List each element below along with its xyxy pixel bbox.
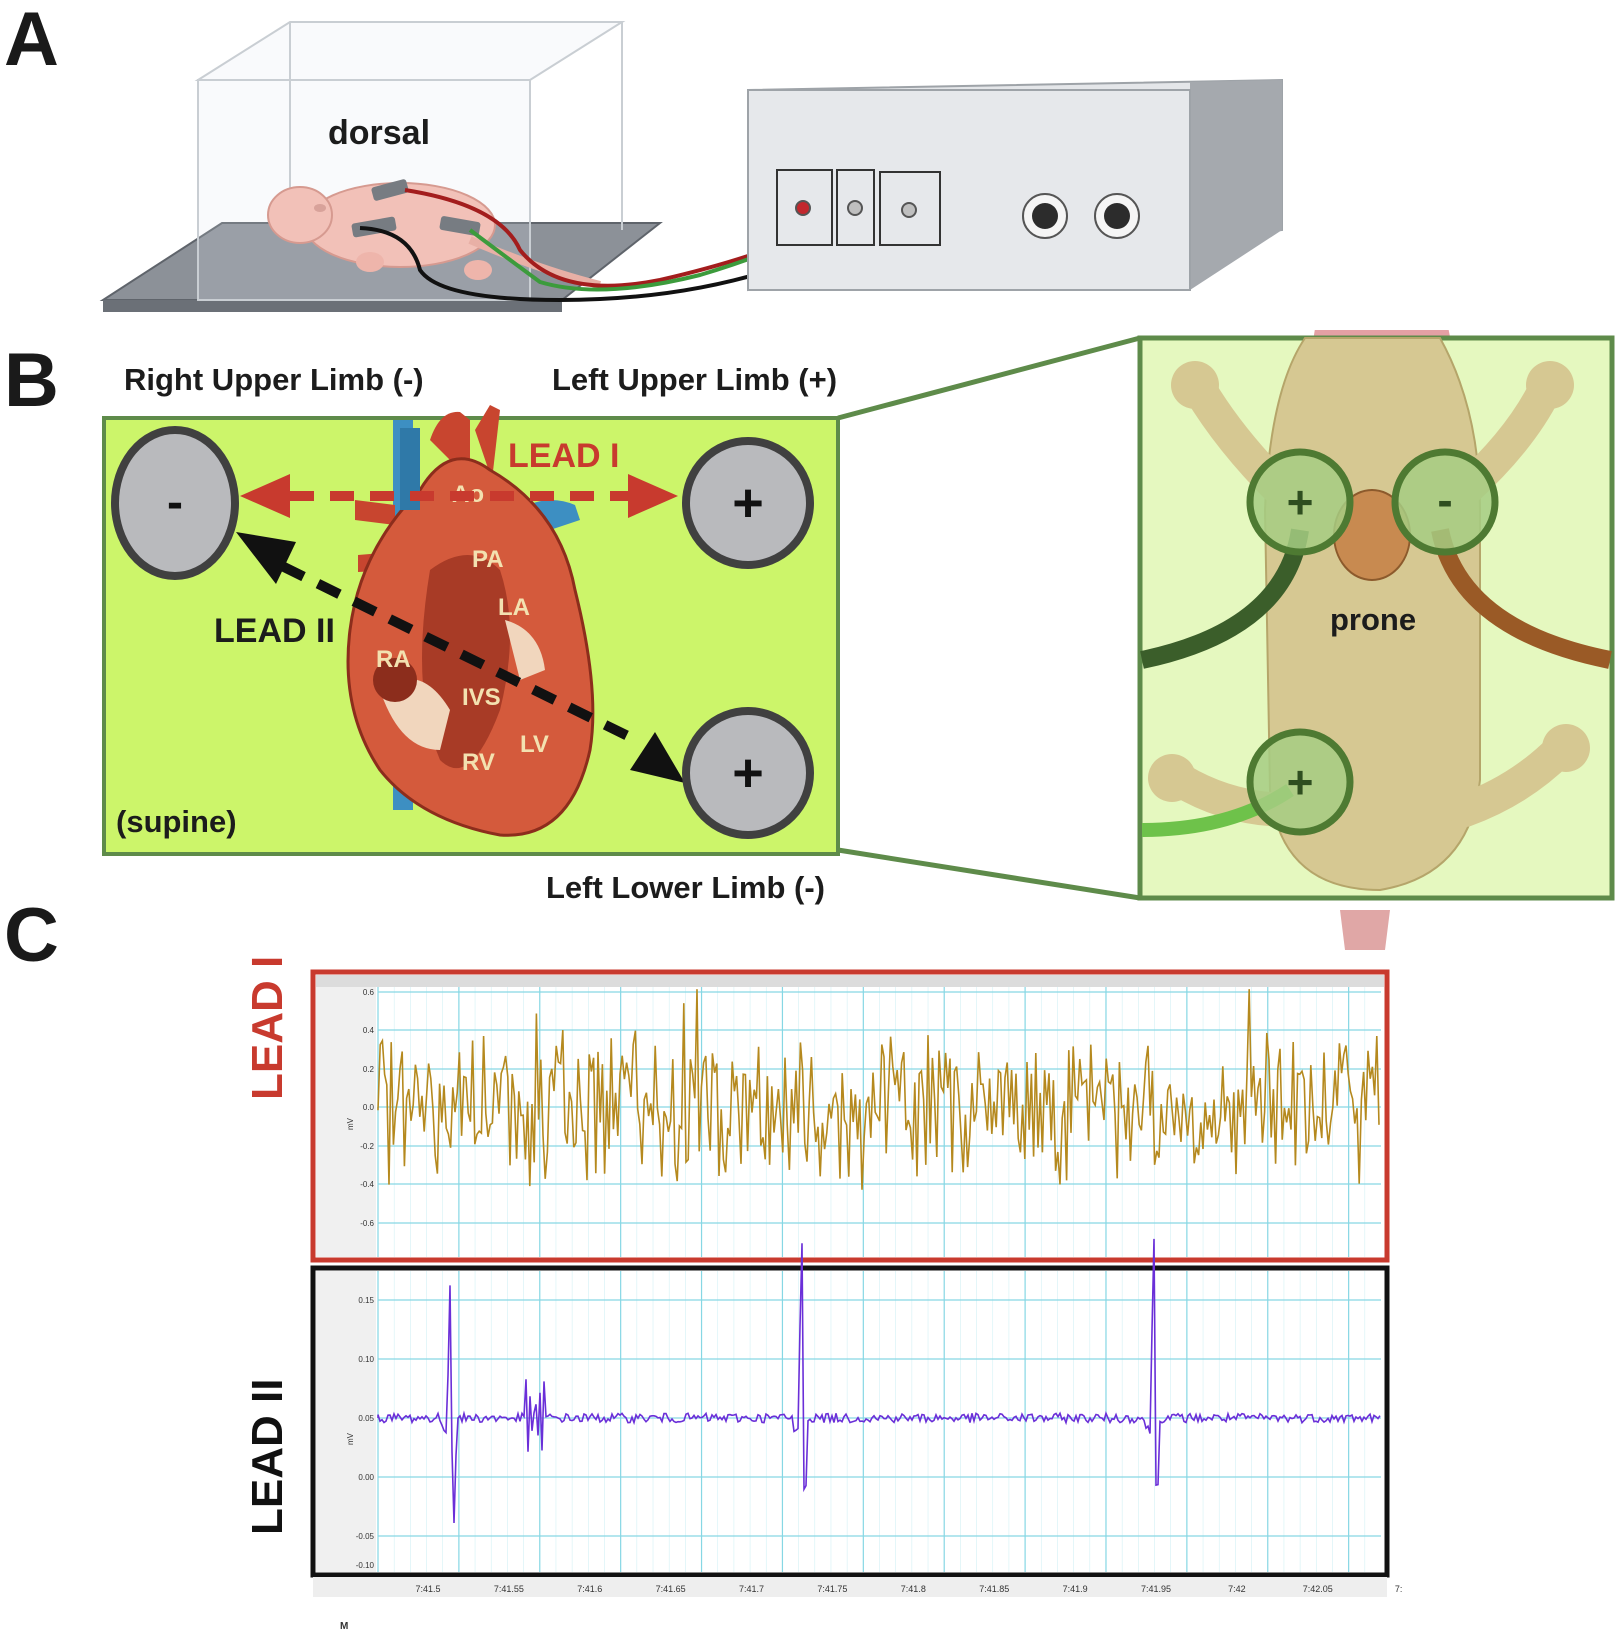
- heart-labels: Ao PA LA RA IVS LV RV: [376, 481, 549, 776]
- heart-label-ra: RA: [376, 646, 411, 673]
- y-tick-label: 0.4: [363, 1026, 375, 1035]
- heart-label-pa: PA: [472, 546, 504, 573]
- y-tick-label: -0.4: [360, 1180, 374, 1189]
- y-tick-label: 0.2: [363, 1065, 375, 1074]
- prone-electrode-upper-right: [1391, 448, 1499, 556]
- lead-i-unit: mV: [346, 1117, 355, 1130]
- time-tick-label: 7:41.7: [739, 1584, 764, 1594]
- supine-label: (supine): [116, 804, 237, 839]
- panel-letter-b: B: [4, 338, 59, 423]
- panel-letter-a: A: [4, 0, 59, 82]
- left-upper-limb-label: Left Upper Limb (+): [552, 362, 838, 397]
- time-tick-label: 7:42: [1228, 1584, 1246, 1594]
- heart-label-rv: RV: [462, 749, 495, 776]
- time-axis-ticks: 7:41.5 7:41.55 7:41.6 7:41.65 7:41.7 7:41.75 7…: [415, 1584, 1402, 1594]
- zoom-line-top: [837, 335, 1141, 421]
- lead-ii-y-ticks: 0.15 0.10 0.05 0.00 -0.05 -0.10: [356, 1296, 375, 1570]
- y-tick-label: -0.05: [356, 1532, 375, 1541]
- y-tick-label: 0.0: [363, 1103, 375, 1112]
- y-tick-label: 0.15: [358, 1296, 374, 1305]
- zoom-line-bottom: [837, 847, 1141, 901]
- heart-illustration: [346, 405, 595, 837]
- prone-electrode-lower: [1246, 728, 1354, 836]
- ecg-recordings: 0.6 0.4 0.2 0.0 -0.2 -0.4 -0.6 mV 0.15 0.10 0.05…: [310, 969, 1402, 1632]
- time-tick-label: 7:: [1395, 1584, 1403, 1594]
- electrode-left-lower: [682, 707, 814, 839]
- lead-i-toolbar: [316, 975, 1384, 987]
- dorsal-label: dorsal: [328, 114, 431, 152]
- right-upper-limb-label: Right Upper Limb (-): [124, 362, 424, 397]
- lead-i-trace: [377, 989, 1380, 1190]
- lead-i-label: LEAD I: [508, 437, 620, 475]
- lead-ii-label: LEAD II: [214, 612, 335, 650]
- lead-i-arrow: [240, 474, 678, 518]
- y-tick-label: 0.05: [358, 1414, 374, 1423]
- time-tick-label: 7:42.05: [1303, 1584, 1333, 1594]
- y-tick-label: 0.10: [358, 1355, 374, 1364]
- lead-ii-unit: mV: [346, 1432, 355, 1445]
- time-axis-bar: [313, 1577, 1387, 1597]
- prone-electrode-lower-sign: +: [1287, 756, 1314, 808]
- heart-label-ivs: IVS: [462, 684, 501, 711]
- time-axis-corner-label: M: [340, 1621, 348, 1632]
- left-lower-limb-label: Left Lower Limb (-): [546, 870, 825, 905]
- time-tick-label: 7:41.5: [415, 1584, 440, 1594]
- prone-electrode-upper-left: [1246, 448, 1354, 556]
- prone-electrode-upper-left-sign: +: [1287, 476, 1314, 528]
- prone-label: prone: [1330, 602, 1417, 637]
- platform-edge: [103, 300, 562, 312]
- electrode-left-lower-sign: +: [732, 743, 764, 803]
- electrode-left-upper-sign: +: [732, 473, 764, 533]
- lead-ii-arrow: [236, 532, 685, 783]
- lead-ii-trace: [377, 1238, 1381, 1524]
- y-tick-label: -0.10: [356, 1561, 375, 1570]
- lead-i-axis-area: [316, 987, 376, 1257]
- electrode-clip: [371, 179, 409, 201]
- amplifier-box: [747, 78, 1283, 292]
- time-tick-label: 7:41.95: [1141, 1584, 1171, 1594]
- time-tick-label: 7:41.85: [979, 1584, 1009, 1594]
- y-tick-label: 0.00: [358, 1473, 374, 1482]
- panel-a-illustration: [99, 21, 1283, 312]
- time-tick-label: 7:41.65: [656, 1584, 686, 1594]
- heart-label-lv: LV: [520, 731, 549, 758]
- y-tick-label: 0.6: [363, 988, 375, 997]
- y-tick-label: -0.6: [360, 1219, 374, 1228]
- heart-label-la: LA: [498, 594, 530, 621]
- time-tick-label: 7:41.9: [1063, 1584, 1088, 1594]
- electrode-right-upper-sign: -: [167, 476, 183, 529]
- electrode-right-upper: [111, 426, 239, 580]
- prone-electrode-upper-right-sign: -: [1437, 474, 1452, 526]
- time-tick-label: 7:41.75: [817, 1584, 847, 1594]
- lead-ii-axis-area: [316, 1271, 376, 1572]
- electrode-left-upper: [682, 437, 814, 569]
- y-tick-label: -0.2: [360, 1142, 374, 1151]
- time-tick-label: 7:41.8: [901, 1584, 926, 1594]
- panel-b-illustration: Ao PA LA RA IVS LV RV - + +: [102, 330, 1615, 950]
- time-tick-label: 7:41.55: [494, 1584, 524, 1594]
- time-tick-label: 7:41.6: [577, 1584, 602, 1594]
- panel-letter-c: C: [4, 893, 59, 978]
- lead-i-y-ticks: 0.6 0.4 0.2 0.0 -0.2 -0.4 -0.6: [360, 988, 374, 1228]
